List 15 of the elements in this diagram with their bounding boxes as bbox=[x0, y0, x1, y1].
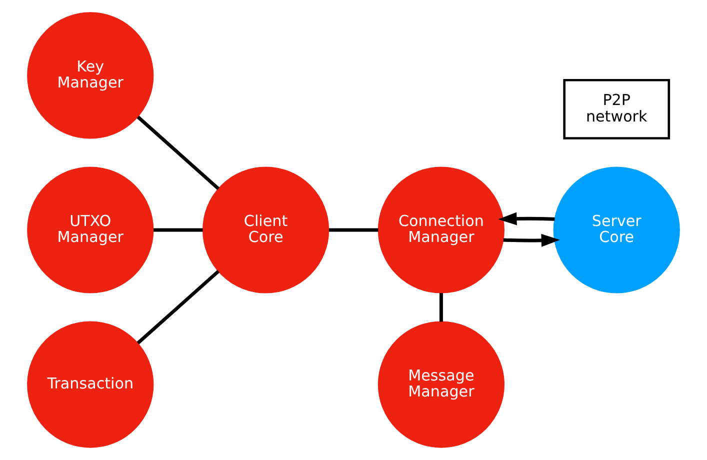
node-circle: Connection Manager bbox=[378, 166, 505, 294]
node-circle: UTXO Manager bbox=[27, 166, 154, 294]
node-circle: Client Core bbox=[202, 166, 330, 294]
arrow bbox=[498, 212, 555, 226]
node-circle: Message Manager bbox=[378, 321, 505, 448]
arrow bbox=[503, 234, 560, 247]
node-box: P2P network bbox=[563, 78, 670, 140]
node-circle: Server Core bbox=[553, 166, 680, 294]
node-circle: Transaction bbox=[27, 321, 154, 448]
connector bbox=[328, 228, 378, 232]
connector bbox=[136, 116, 220, 190]
connector bbox=[154, 228, 203, 232]
node-circle: Key Manager bbox=[27, 12, 154, 139]
connector bbox=[439, 293, 443, 322]
connector bbox=[136, 270, 220, 344]
